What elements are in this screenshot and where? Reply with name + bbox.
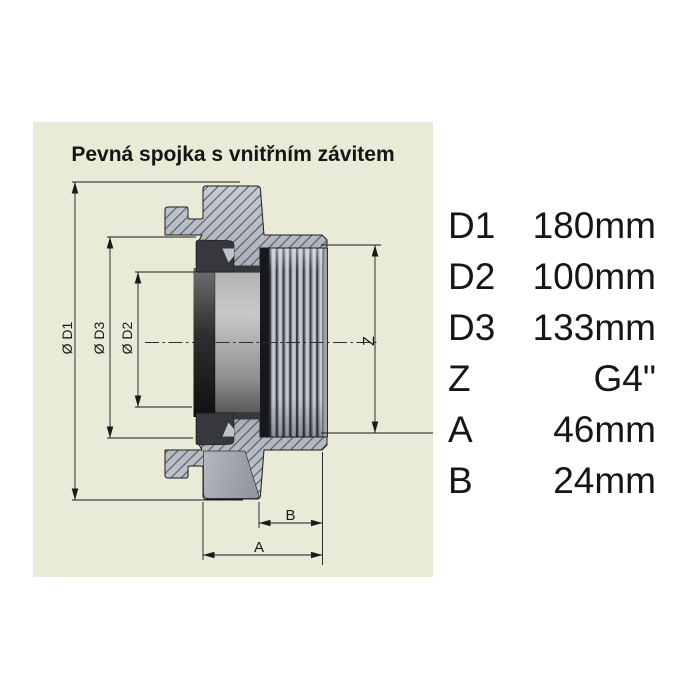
- dim-label-d2: Ø D2: [119, 321, 135, 354]
- spec-row-z: Z G4": [448, 353, 656, 404]
- dim-a: [202, 502, 323, 560]
- spec-value: 24mm: [553, 460, 656, 501]
- spec-value: G4": [593, 358, 657, 399]
- spec-row-b: B 24mm: [448, 455, 656, 506]
- dim-label-d1: Ø D1: [59, 321, 75, 354]
- drawing-title: Pevná spojka s vnitřním závitem: [71, 143, 395, 166]
- spec-row-d1: D1 180mm: [448, 200, 656, 251]
- drawing-panel: Pevná spojka s vnitřním závitem: [33, 122, 433, 577]
- seal-bottom: [195, 412, 260, 446]
- dim-b: [258, 452, 323, 565]
- spec-label: Z: [448, 358, 471, 399]
- spec-table: D1 180mm D2 100mm D3 133mm Z G4" A 46mm …: [448, 200, 656, 506]
- spec-row-d2: D2 100mm: [448, 251, 656, 302]
- spec-label: B: [448, 460, 473, 501]
- dim-label-a: A: [254, 539, 264, 556]
- dim-d2: [134, 271, 195, 408]
- dim-d1: [71, 181, 243, 501]
- dimensions: [71, 181, 433, 565]
- spec-label: D1: [448, 205, 496, 246]
- seal-top: [195, 239, 260, 273]
- spec-value: 46mm: [553, 409, 656, 450]
- technical-drawing: Ø D1 Ø D3 Ø D2 Z B A: [59, 181, 433, 565]
- spec-row-d3: D3 133mm: [448, 302, 656, 353]
- spec-label: D2: [448, 256, 496, 297]
- dim-z: [321, 244, 433, 434]
- dim-d3: [106, 236, 196, 439]
- spec-label: A: [448, 409, 473, 450]
- dim-label-b: B: [285, 507, 295, 524]
- spec-value: 133mm: [532, 307, 656, 348]
- spec-label: D3: [448, 307, 496, 348]
- spec-value: 100mm: [532, 256, 656, 297]
- spec-row-a: A 46mm: [448, 404, 656, 455]
- spec-value: 180mm: [532, 205, 656, 246]
- dim-label-d3: Ø D3: [91, 321, 107, 354]
- dim-label-z: Z: [361, 336, 378, 346]
- flange-od-strip: [323, 248, 328, 437]
